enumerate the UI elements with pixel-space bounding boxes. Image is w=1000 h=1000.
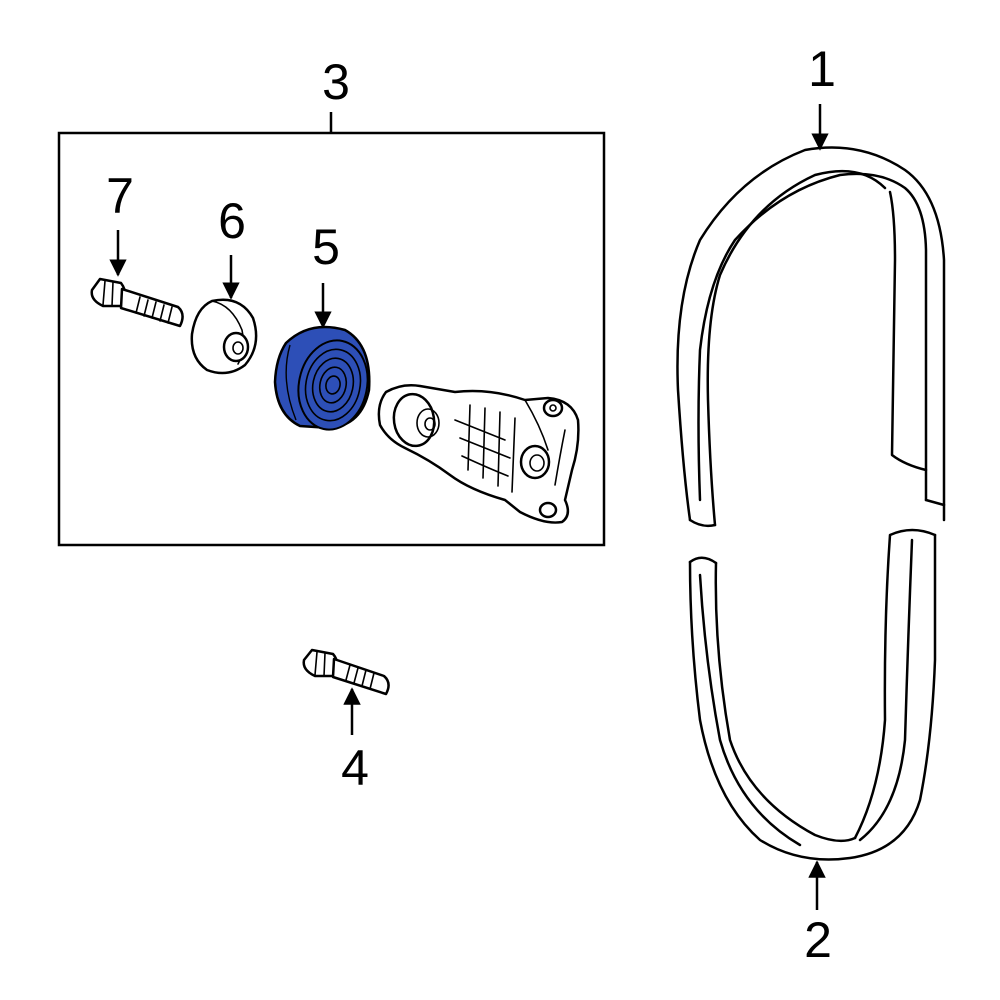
bolt-7[interactable] xyxy=(90,277,184,328)
tensioner-body[interactable] xyxy=(377,384,580,524)
callout-1[interactable]: 1 xyxy=(808,41,836,97)
callout-6[interactable]: 6 xyxy=(218,193,246,249)
callout-7[interactable]: 7 xyxy=(106,168,134,224)
callout-4[interactable]: 4 xyxy=(341,740,369,796)
callout-2[interactable]: 2 xyxy=(804,912,832,968)
idler-pulley-5[interactable] xyxy=(273,325,376,436)
callout-5[interactable]: 5 xyxy=(312,219,340,275)
bolt-4[interactable] xyxy=(302,648,390,696)
callout-3[interactable]: 3 xyxy=(322,54,350,110)
washer-6[interactable] xyxy=(190,298,258,375)
drive-belt[interactable] xyxy=(676,146,946,861)
assembly-box xyxy=(57,112,606,547)
